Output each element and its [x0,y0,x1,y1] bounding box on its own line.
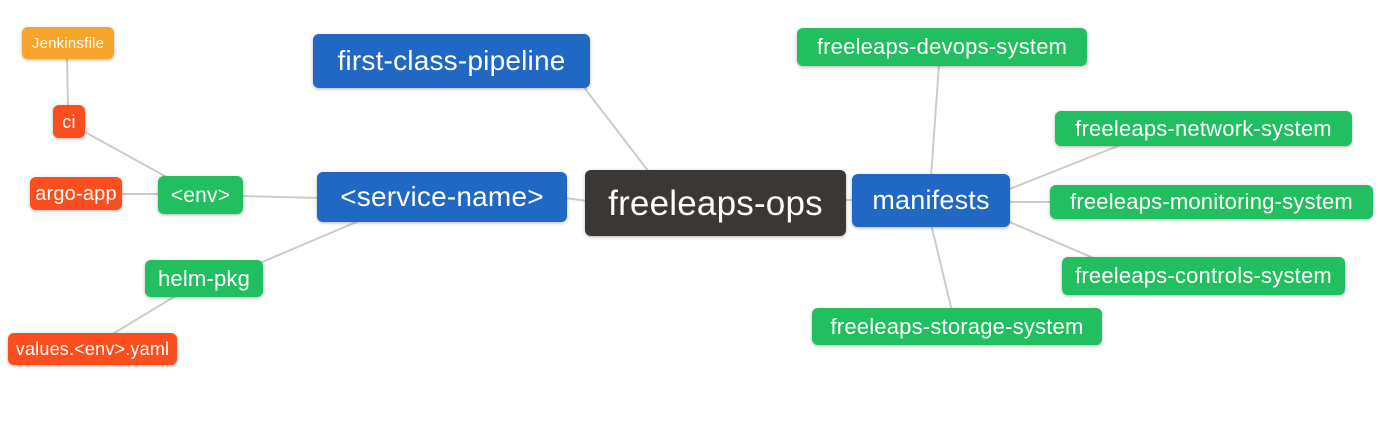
node-storage-system[interactable]: freeleaps-storage-system [812,308,1102,345]
node-label: helm-pkg [157,265,251,291]
node-label: argo-app [35,182,117,205]
node-label: first-class-pipeline [337,45,566,76]
node-network-system[interactable]: freeleaps-network-system [1055,111,1352,146]
edge-helm-pkg-to-values-env-yaml [110,294,178,336]
edge-env-to-service-name [240,195,321,199]
node-service-name[interactable]: <service-name> [317,172,567,222]
node-monitoring-system[interactable]: freeleaps-monitoring-system [1050,185,1373,219]
node-jenkinsfile[interactable]: Jenkinsfile [22,27,114,59]
edge-service-name-to-helm-pkg [259,219,362,264]
node-label: ci [62,111,76,132]
node-label: manifests [872,185,990,215]
node-label: <env> [170,183,231,207]
node-label: freeleaps-devops-system [816,34,1068,59]
node-label: values.<env>.yaml [15,339,170,359]
node-manifests[interactable]: manifests [852,174,1010,227]
edge-manifests-to-network-system [1006,145,1119,191]
edge-manifests-to-controls-system [1004,219,1099,261]
edge-ci-to-env [82,130,173,181]
edge-manifests-to-devops-system [930,63,940,178]
node-env[interactable]: <env> [158,176,243,214]
node-devops-system[interactable]: freeleaps-devops-system [797,28,1087,66]
edge-jenkinsfile-to-ci [66,56,69,109]
node-argo-app[interactable]: argo-app [30,177,122,210]
node-label: freeleaps-controls-system [1075,263,1332,288]
node-first-class-pipeline[interactable]: first-class-pipeline [313,34,590,88]
edge-manifests-to-storage-system [930,223,953,312]
node-label: freeleaps-network-system [1075,115,1332,141]
node-controls-system[interactable]: freeleaps-controls-system [1062,257,1345,295]
edge-first-class-pipeline-to-freeleaps-ops [582,85,653,177]
edge-service-name-to-freeleaps-ops [564,197,589,202]
node-label: freeleaps-storage-system [830,313,1084,339]
node-label: freeleaps-ops [608,183,823,223]
node-helm-pkg[interactable]: helm-pkg [145,260,263,297]
node-label: Jenkinsfile [31,34,105,52]
node-freeleaps-ops[interactable]: freeleaps-ops [585,170,846,236]
node-ci[interactable]: ci [53,105,85,138]
node-label: <service-name> [340,181,544,212]
node-values-env-yaml[interactable]: values.<env>.yaml [8,333,177,365]
node-label: freeleaps-monitoring-system [1070,189,1353,214]
